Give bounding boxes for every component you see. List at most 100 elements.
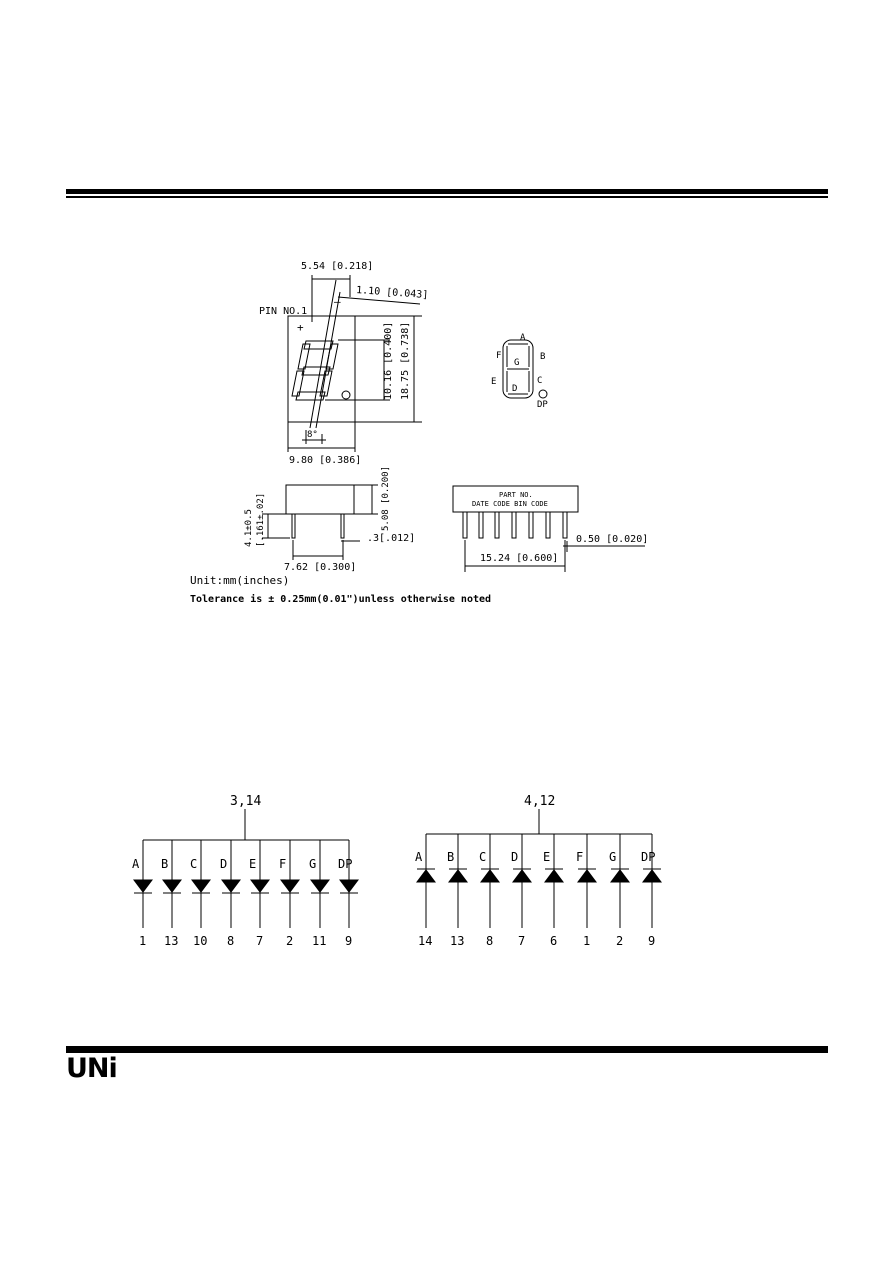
uni-logo: UNi bbox=[66, 1053, 118, 1084]
segment-key-c: C bbox=[537, 376, 542, 386]
pin-number: 11 bbox=[312, 934, 326, 948]
digit-outline bbox=[291, 340, 351, 401]
pin-number: 7 bbox=[518, 934, 525, 948]
header-rule-thin bbox=[66, 196, 828, 198]
part-no-label: PART NO. bbox=[499, 491, 533, 499]
pin-number: 13 bbox=[164, 934, 178, 948]
pin-number: 8 bbox=[486, 934, 493, 948]
pin-number: 10 bbox=[193, 934, 207, 948]
common-pin-label: 4,12 bbox=[524, 794, 555, 809]
diode-symbol bbox=[310, 879, 330, 893]
segment-key-e: E bbox=[491, 377, 496, 387]
pin-number: 9 bbox=[648, 934, 655, 948]
dim-side-height-label: 5.08 [0.200] bbox=[381, 466, 391, 531]
segment-label: C bbox=[479, 850, 486, 864]
segment-label: DP bbox=[641, 850, 655, 864]
minus-sign: – bbox=[334, 295, 341, 308]
dim-line-offset bbox=[337, 296, 421, 305]
dim-pin-length-in-label: [.161±.02] bbox=[256, 493, 266, 547]
dim-pin-span-label: 15.24 [0.600] bbox=[480, 553, 558, 564]
diode-symbol bbox=[221, 879, 241, 893]
diode-symbol bbox=[544, 869, 564, 883]
dp-dot bbox=[341, 390, 351, 400]
segment-label: DP bbox=[338, 857, 352, 871]
diode-symbol bbox=[480, 869, 500, 883]
segment-key-a: A bbox=[520, 333, 526, 343]
segment-label: F bbox=[279, 857, 286, 871]
diode-symbol bbox=[162, 879, 182, 893]
diode-symbol bbox=[339, 879, 359, 893]
lead-6 bbox=[545, 511, 551, 539]
diode-symbol bbox=[642, 869, 662, 883]
dim-body-height-label: 18.75 [0.738] bbox=[400, 322, 411, 400]
dim-digit-height-label: 10.16 [0.400] bbox=[383, 322, 394, 400]
dim-width-top-label: 5.54 [0.218] bbox=[301, 261, 373, 272]
segment-label: F bbox=[576, 850, 583, 864]
lead-1 bbox=[462, 511, 468, 539]
pin-number: 2 bbox=[616, 934, 623, 948]
display-body-side bbox=[285, 484, 355, 515]
pin-no1-label: PIN NO.1 bbox=[259, 306, 307, 317]
lead-right bbox=[340, 513, 345, 539]
dim-pin-length-mm-label: 4.1±0.5 bbox=[244, 509, 254, 547]
lead-2 bbox=[478, 511, 484, 539]
pin-number: 6 bbox=[550, 934, 557, 948]
segment-label: A bbox=[132, 857, 140, 871]
segment-key bbox=[502, 339, 548, 399]
segment-label: C bbox=[190, 857, 197, 871]
dim-slant-label: 8° bbox=[307, 430, 318, 440]
lead-3 bbox=[494, 511, 500, 539]
pin-number: 2 bbox=[286, 934, 293, 948]
segment-key-b: B bbox=[540, 352, 545, 362]
diode-symbol bbox=[577, 869, 597, 883]
segment-label: B bbox=[447, 850, 454, 864]
diode-symbol bbox=[416, 869, 436, 883]
dim-pin-thick-label: .3[.012] bbox=[367, 533, 415, 544]
segment-label: G bbox=[309, 857, 316, 871]
tolerance-note: Tolerance is ± 0.25mm(0.01")unless other… bbox=[190, 593, 491, 605]
lead-4 bbox=[511, 511, 517, 539]
diode-symbol bbox=[610, 869, 630, 883]
pin-number: 1 bbox=[583, 934, 590, 948]
segment-label: A bbox=[415, 850, 423, 864]
diode-symbol bbox=[280, 879, 300, 893]
segment-key-dp: DP bbox=[537, 400, 548, 410]
common-pin-label: 3,14 bbox=[230, 794, 261, 809]
units-note: Unit:mm(inches) bbox=[190, 574, 289, 587]
dim-body-width-label: 9.80 [0.386] bbox=[289, 455, 361, 466]
segment-label: E bbox=[543, 850, 550, 864]
diode-symbol bbox=[250, 879, 270, 893]
pin-number: 9 bbox=[345, 934, 352, 948]
segment-label: E bbox=[249, 857, 256, 871]
pin-number: 8 bbox=[227, 934, 234, 948]
segment-key-f: F bbox=[496, 351, 501, 361]
pin-number: 13 bbox=[450, 934, 464, 948]
pin-number: 7 bbox=[256, 934, 263, 948]
diode-symbol bbox=[133, 879, 153, 893]
lead-7 bbox=[562, 511, 568, 539]
header-rule-thick bbox=[66, 189, 828, 194]
lead-5 bbox=[528, 511, 534, 539]
diode-symbol bbox=[512, 869, 532, 883]
common-anode-circuit: 4,12A 14 B 13 C 8 D 7 E 6 F 1 G 2 DP 9 bbox=[415, 794, 662, 948]
segment-key-g: G bbox=[514, 358, 519, 368]
pin-number: 14 bbox=[418, 934, 432, 948]
dim-pin-width-label: 0.50 [0.020] bbox=[576, 534, 648, 545]
diode-symbol bbox=[191, 879, 211, 893]
display-body-front bbox=[287, 315, 356, 423]
segment-key-dp bbox=[538, 389, 548, 399]
display-body-bottom bbox=[452, 485, 579, 513]
slant-line-right bbox=[315, 291, 341, 429]
diode-symbol bbox=[448, 869, 468, 883]
lead-left bbox=[291, 513, 296, 539]
segment-label: G bbox=[609, 850, 616, 864]
footer-rule bbox=[66, 1046, 828, 1053]
dim-row-spacing-label: 7.62 [0.300] bbox=[284, 562, 356, 573]
segment-label: D bbox=[511, 850, 518, 864]
plus-sign: + bbox=[297, 321, 304, 334]
slant-line-left bbox=[309, 279, 337, 429]
pin-number: 1 bbox=[139, 934, 146, 948]
segment-label: D bbox=[220, 857, 227, 871]
